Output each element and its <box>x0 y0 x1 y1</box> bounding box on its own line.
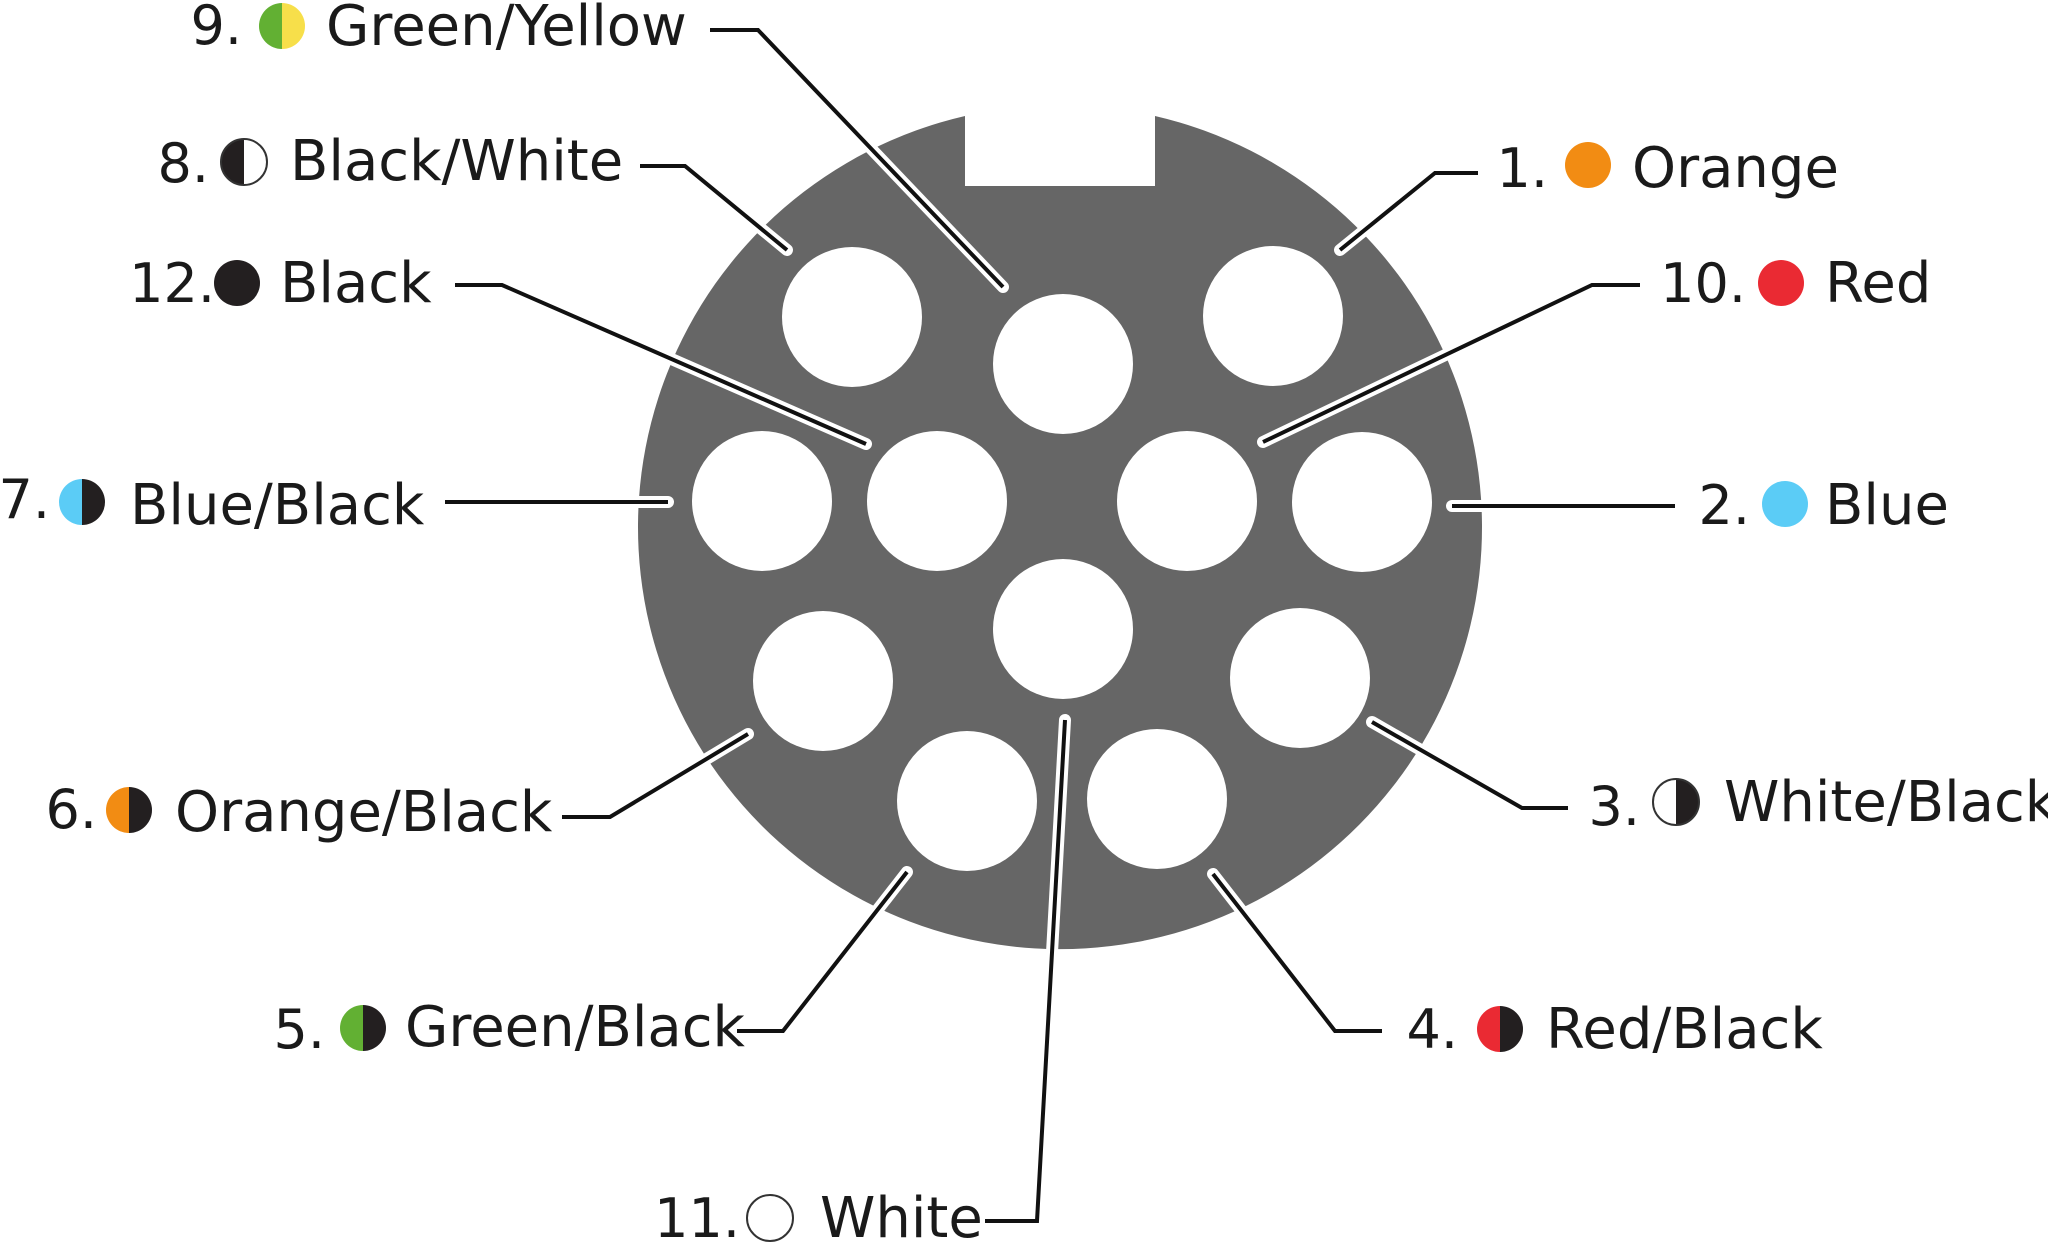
pin-3-hole <box>1230 608 1370 748</box>
pin-7-label: Blue/Black <box>130 473 425 538</box>
pin-9-color-swatch <box>259 3 305 49</box>
pin-11-hole <box>993 559 1133 699</box>
leader-lines <box>439 24 1681 1227</box>
pin-1-hole <box>1203 246 1343 386</box>
pin-2-label: Blue <box>1825 473 1949 538</box>
pin-10-hole <box>1117 431 1257 571</box>
pin-2-number: 2. <box>1698 474 1750 537</box>
pin-10-number: 10. <box>1660 252 1746 315</box>
pin-8-hole <box>782 247 922 387</box>
pin-2-hole <box>1292 432 1432 572</box>
pin-4-leader-line <box>1211 872 1382 1033</box>
pin-3-number: 3. <box>1588 775 1640 838</box>
pin-6-color-swatch <box>106 787 152 833</box>
pin-7-number: 7. <box>0 468 50 531</box>
pin-11-number: 11. <box>654 1187 740 1243</box>
pin-4-hole <box>1087 729 1227 869</box>
pin-9-leader-line <box>710 28 1005 289</box>
pin-3-leader-line <box>1371 720 1568 810</box>
pin-8-color-swatch <box>220 138 268 186</box>
pin-12-color-swatch <box>214 260 260 306</box>
pin-8-leader-halo <box>634 160 793 256</box>
pin-4-color-swatch <box>1477 1006 1523 1052</box>
pin-10-label: Red <box>1825 251 1931 316</box>
pin-5-label: Green/Black <box>405 995 746 1060</box>
pin-12-label: Black <box>280 251 432 316</box>
pin-5-leader-line <box>737 870 909 1033</box>
pin-4-label: Red/Black <box>1546 997 1823 1062</box>
pin-2-color-swatch <box>1762 481 1808 527</box>
pin-10-color-swatch <box>1758 260 1804 306</box>
pin-9-hole <box>993 294 1133 434</box>
pin-10-leader-line <box>1262 283 1640 444</box>
pin-6-leader-line <box>562 732 750 819</box>
pin-1-leader-halo <box>1334 167 1484 256</box>
pin-1-leader-line <box>1338 171 1478 252</box>
pin-5-color-swatch <box>340 1005 386 1051</box>
pin-12-hole <box>867 431 1007 571</box>
pin-5-leader-halo <box>731 866 913 1037</box>
pin-4-number: 4. <box>1406 998 1458 1061</box>
pin-9-label: Green/Yellow <box>326 0 687 59</box>
pin-holes <box>692 246 1432 871</box>
pin-3-color-swatch <box>1652 778 1700 826</box>
pin-6-label: Orange/Black <box>175 780 553 845</box>
pin-5-number: 5. <box>273 998 325 1061</box>
pin-9-number: 9. <box>190 0 242 57</box>
pin-7-hole <box>692 431 832 571</box>
pin-8-leader-line <box>640 164 789 252</box>
pin-12-leader-line <box>455 283 867 446</box>
pin-11-label: White <box>820 1186 983 1243</box>
pin-8-number: 8. <box>157 132 209 195</box>
pin-6-hole <box>753 611 893 751</box>
pin-1-color-swatch <box>1565 142 1611 188</box>
pin-3-label: White/Black <box>1724 770 2048 835</box>
pin-1-number: 1. <box>1496 137 1548 200</box>
pin-11-color-swatch <box>746 1194 794 1242</box>
pin-5-hole <box>897 731 1037 871</box>
pin-4-leader-halo <box>1207 868 1388 1037</box>
pin-12-number: 12. <box>129 252 215 315</box>
pin-6-number: 6. <box>45 778 97 841</box>
pin-1-label: Orange <box>1632 136 1839 201</box>
color-swatches <box>59 3 1808 1242</box>
pin-8-label: Black/White <box>290 129 623 194</box>
pin-11-leader-line <box>985 719 1067 1223</box>
pin-7-color-swatch <box>59 479 105 525</box>
